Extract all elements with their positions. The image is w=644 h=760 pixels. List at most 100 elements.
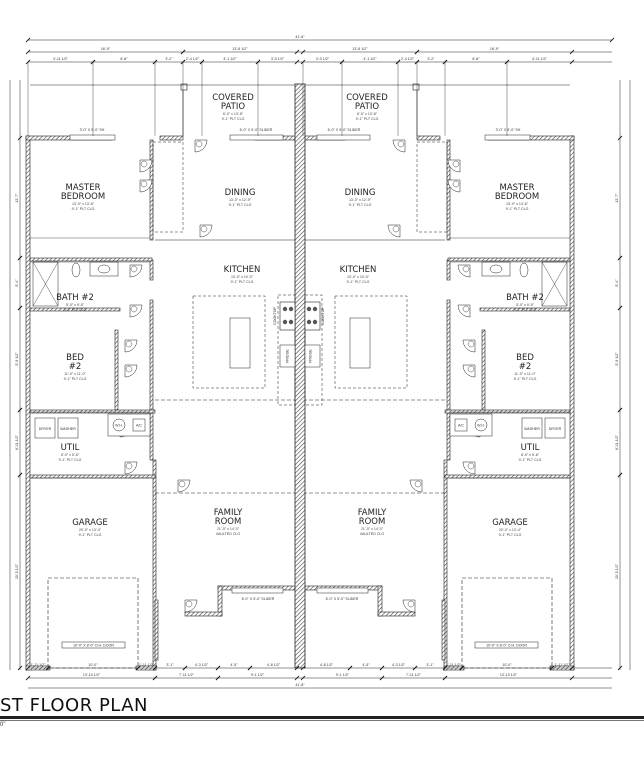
room-name-line2: BEDROOM bbox=[495, 192, 539, 202]
dim-tick bbox=[504, 59, 510, 65]
fridge bbox=[279, 344, 296, 368]
dim-tick bbox=[45, 665, 51, 671]
room-ceiling: 9'-1" PLT CLG bbox=[349, 203, 372, 207]
room-name: MASTER bbox=[65, 183, 100, 193]
dim-text: 2'-4 1/2" bbox=[186, 57, 200, 61]
room-ceiling: 9'-1" PLT CLG bbox=[519, 458, 542, 462]
burner bbox=[282, 306, 288, 312]
garage-door bbox=[47, 577, 139, 669]
dim-text: 4'-5" bbox=[362, 663, 370, 667]
ac-label: A/C bbox=[136, 424, 142, 428]
dim-text: 4'-5" bbox=[230, 663, 238, 667]
room-name: DINING bbox=[345, 188, 376, 198]
cooktop-label: COOKTOP bbox=[321, 306, 325, 325]
room-name-line2: PATIO bbox=[355, 102, 379, 112]
dim-tick bbox=[617, 255, 623, 261]
room-ceiling: 9'-1" PLT CLG bbox=[514, 308, 537, 312]
dim-tick bbox=[17, 135, 23, 141]
dim-text: 5'-4" bbox=[615, 279, 619, 287]
sliding-door bbox=[229, 134, 284, 141]
water-heater bbox=[474, 418, 488, 432]
garage-door-tag bbox=[61, 641, 126, 649]
wall bbox=[441, 599, 446, 661]
door-swing bbox=[402, 599, 416, 613]
water-heater-label: W.H. bbox=[477, 424, 485, 428]
patio-post bbox=[412, 83, 420, 91]
dim-text: 5'-4" bbox=[15, 279, 19, 287]
door-tag bbox=[392, 225, 400, 233]
dryer bbox=[34, 417, 56, 439]
patio-post bbox=[180, 83, 188, 91]
room-label: BED#211'-0" x 11'-0"9'-1" PLT CLG bbox=[64, 353, 87, 381]
washer bbox=[521, 417, 543, 439]
dim-tick bbox=[294, 665, 300, 671]
washer-label: WASHER bbox=[524, 427, 540, 431]
dim-text: 3'-0 1/2" bbox=[271, 57, 285, 61]
room-name: DINING bbox=[225, 188, 256, 198]
room-ceiling: 9'-1" PLT CLG bbox=[64, 308, 87, 312]
room-name-line2: #2 bbox=[69, 362, 82, 372]
room-name-line2: PATIO bbox=[221, 102, 245, 112]
wall bbox=[569, 135, 575, 671]
wall bbox=[446, 299, 451, 461]
room-size: 5'-0" x 9'-5" bbox=[66, 303, 85, 307]
dim-tick bbox=[300, 49, 306, 55]
dim-tick bbox=[609, 37, 615, 43]
dim-tick bbox=[215, 665, 221, 671]
ac-unit bbox=[132, 418, 146, 432]
closet bbox=[152, 141, 184, 233]
cooktop bbox=[304, 301, 321, 331]
dim-text: 1'-11 1/2" bbox=[555, 663, 571, 667]
burner bbox=[306, 319, 312, 325]
room-name: FAMILY bbox=[358, 508, 387, 518]
room-name: BATH #2 bbox=[56, 293, 94, 303]
wall bbox=[416, 135, 441, 141]
window bbox=[231, 587, 284, 594]
slider-label: 6'-0" X 5'-0" SLIDER bbox=[326, 597, 359, 601]
door-swing bbox=[457, 304, 471, 318]
dim-tick bbox=[294, 59, 300, 65]
room-size: 21'-0" x 14'-0" bbox=[361, 527, 384, 531]
dim-tick bbox=[300, 665, 306, 671]
dim-tick bbox=[17, 407, 23, 413]
dim-tick bbox=[549, 665, 555, 671]
door-swing bbox=[447, 159, 461, 173]
fridge bbox=[304, 344, 321, 368]
room-name: GARAGE bbox=[72, 518, 108, 528]
sink bbox=[489, 264, 503, 274]
door-swing bbox=[184, 599, 198, 613]
dim-text: 10'-0" bbox=[88, 663, 98, 667]
wall bbox=[159, 135, 184, 141]
party-wall bbox=[294, 83, 306, 669]
dim-tick bbox=[459, 665, 465, 671]
dim-text: 20'-5 1/2" bbox=[615, 563, 619, 579]
counter bbox=[304, 294, 323, 406]
walls bbox=[25, 83, 575, 671]
door-swing bbox=[462, 364, 476, 378]
room-size: 6'-0" x 13'-8" bbox=[357, 112, 378, 116]
wall bbox=[446, 259, 451, 281]
dim-tick bbox=[442, 59, 448, 65]
overall-dim: 41'-8" bbox=[295, 35, 305, 39]
door-tag bbox=[125, 340, 133, 348]
wall bbox=[377, 611, 416, 617]
dim-text: 1'-11 1/2" bbox=[446, 663, 462, 667]
wall bbox=[29, 307, 121, 312]
wall bbox=[149, 139, 154, 241]
room-label: BATH #25'-0" x 9'-5"9'-1" PLT CLG bbox=[56, 293, 94, 312]
window bbox=[69, 134, 116, 141]
dim-tick bbox=[414, 49, 420, 55]
door-swing bbox=[457, 264, 471, 278]
dim-tick bbox=[569, 675, 575, 681]
room-size: 20'-0" x 13'-4" bbox=[499, 528, 522, 532]
door-tag bbox=[414, 480, 422, 488]
wall bbox=[149, 299, 154, 461]
